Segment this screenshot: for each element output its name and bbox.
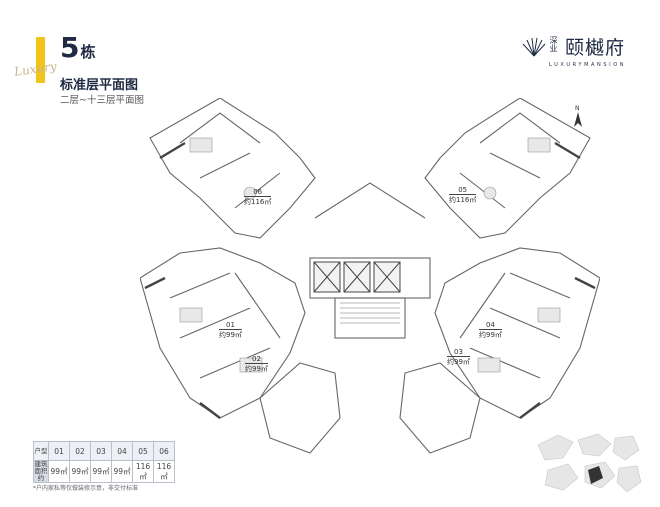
logo-name: 颐樾府 bbox=[565, 37, 626, 59]
table-cell: 99㎡ bbox=[48, 460, 70, 483]
logo-small-text: 深业 bbox=[549, 36, 558, 52]
table-cell: 116㎡ bbox=[132, 460, 154, 483]
script-decoration: Luxury bbox=[13, 59, 58, 79]
table-cell: 116㎡ bbox=[153, 460, 175, 483]
footnote: *户内家私等仅做装修示意，非交付标准 bbox=[33, 485, 139, 492]
building-number-digit: 5 bbox=[60, 31, 80, 64]
table-cell: 99㎡ bbox=[90, 460, 112, 483]
unit-number: 03 bbox=[454, 348, 463, 356]
building-suffix: 栋 bbox=[80, 43, 95, 61]
unit-area: 约116㎡ bbox=[449, 194, 477, 204]
table-cell: 02 bbox=[69, 441, 91, 461]
unit-number: 06 bbox=[253, 188, 263, 196]
page-subtitle: 二层~十三层平面图 bbox=[60, 95, 144, 106]
table-cell: 03 bbox=[90, 441, 112, 461]
table-cell: 05 bbox=[132, 441, 154, 461]
brand-logo: 深业 颐樾府 LUXURYMANSION bbox=[515, 30, 645, 78]
fan-logo-icon bbox=[522, 37, 546, 57]
unit-area: 约99㎡ bbox=[219, 329, 242, 339]
unit-area: 约99㎡ bbox=[245, 363, 268, 373]
area-table: 户型 01 02 03 04 05 06 建筑面积约 99㎡ 99㎡ 99㎡ 9… bbox=[33, 441, 175, 483]
table-cell: 04 bbox=[111, 441, 133, 461]
north-label: N bbox=[575, 105, 580, 112]
unit-number: 02 bbox=[252, 355, 261, 363]
table-header-type: 户型 bbox=[33, 441, 49, 461]
page-title: 标准层平面图 bbox=[60, 78, 139, 93]
north-arrow-icon: N bbox=[574, 105, 582, 127]
floor-plan bbox=[140, 98, 600, 454]
table-cell: 01 bbox=[48, 441, 70, 461]
accent-bar bbox=[36, 37, 45, 83]
unit-number: 04 bbox=[486, 321, 495, 329]
unit-number: 05 bbox=[458, 186, 468, 194]
site-plan-thumbnail bbox=[537, 433, 642, 493]
unit-number: 01 bbox=[226, 321, 235, 329]
unit-area: 约116㎡ bbox=[244, 196, 272, 206]
table-row: 建筑面积约 99㎡ 99㎡ 99㎡ 99㎡ 116㎡ 116㎡ bbox=[33, 460, 175, 483]
table-cell: 99㎡ bbox=[69, 460, 91, 483]
table-cell: 06 bbox=[153, 441, 175, 461]
table-header-area: 建筑面积约 bbox=[33, 460, 49, 483]
table-row: 户型 01 02 03 04 05 06 bbox=[33, 441, 175, 461]
table-cell: 99㎡ bbox=[111, 460, 133, 483]
unit-area: 约99㎡ bbox=[447, 356, 470, 366]
logo-english: LUXURYMANSION bbox=[549, 62, 627, 68]
unit-area: 约99㎡ bbox=[479, 329, 502, 339]
